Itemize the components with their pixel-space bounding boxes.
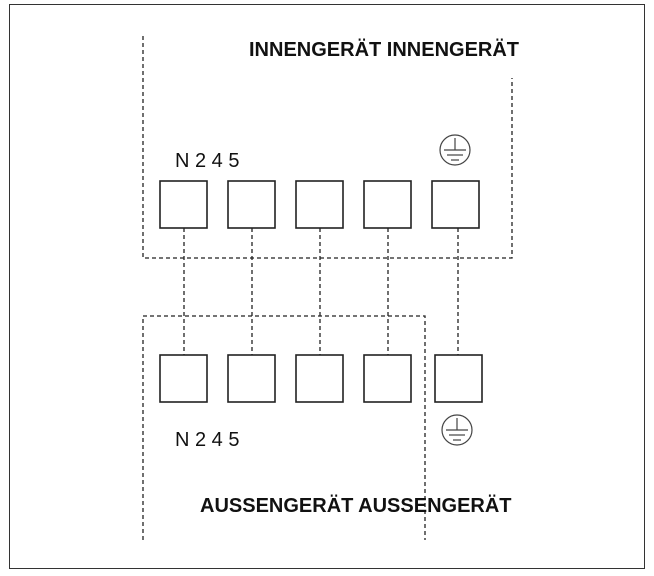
- indoor-terminal-labels: N 2 4 5: [175, 150, 239, 172]
- outdoor-terminal-labels: N 2 4 5: [175, 429, 239, 451]
- outdoor-terminal-5: [363, 354, 412, 403]
- outdoor-terminal-4: [295, 354, 344, 403]
- ground-icon: [439, 134, 471, 166]
- diagram-frame: [9, 4, 645, 569]
- indoor-terminal-5: [363, 180, 412, 229]
- outdoor-terminal-ground: [434, 354, 483, 403]
- indoor-unit-boundary: [142, 36, 513, 259]
- ground-icon: [441, 414, 473, 446]
- indoor-unit-title: INNENGERÄT INNENGERÄT: [249, 38, 519, 61]
- indoor-terminal-4: [295, 180, 344, 229]
- outdoor-terminal-2: [227, 354, 276, 403]
- outdoor-terminal-n: [159, 354, 208, 403]
- indoor-terminal-ground: [431, 180, 480, 229]
- indoor-terminal-n: [159, 180, 208, 229]
- indoor-terminal-2: [227, 180, 276, 229]
- outdoor-unit-boundary: [142, 315, 426, 540]
- outdoor-unit-title: AUSSENGERÄT AUSSENGERÄT: [200, 494, 512, 517]
